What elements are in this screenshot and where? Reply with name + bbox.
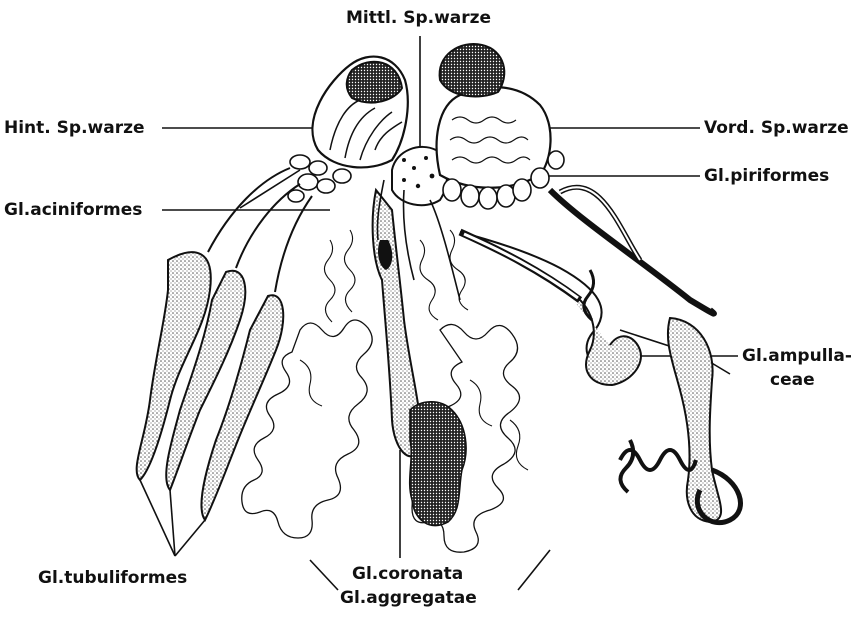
anterior-spinneret bbox=[437, 44, 564, 209]
label-aciniform-glands: Gl.aciniformes bbox=[4, 200, 142, 220]
label-anterior-spinneret: Vord. Sp.warze bbox=[704, 118, 849, 138]
label-median-spinneret: Mittl. Sp.warze bbox=[346, 8, 491, 28]
label-tubuliform-glands: Gl.tubuliformes bbox=[38, 568, 187, 588]
label-aggregate-glands: Gl.aggregatae bbox=[340, 588, 477, 608]
label-ampullate-glands-line1: Gl.ampulla- bbox=[742, 346, 852, 366]
label-posterior-spinneret: Hint. Sp.warze bbox=[4, 118, 145, 138]
posterior-spinneret bbox=[312, 57, 407, 168]
label-ampullate-glands-line2: ceae bbox=[770, 370, 815, 390]
dense-gland-cluster bbox=[410, 402, 466, 526]
label-coronate-gland: Gl.coronata bbox=[352, 564, 463, 584]
label-piriform-glands: Gl.piriformes bbox=[704, 166, 829, 186]
